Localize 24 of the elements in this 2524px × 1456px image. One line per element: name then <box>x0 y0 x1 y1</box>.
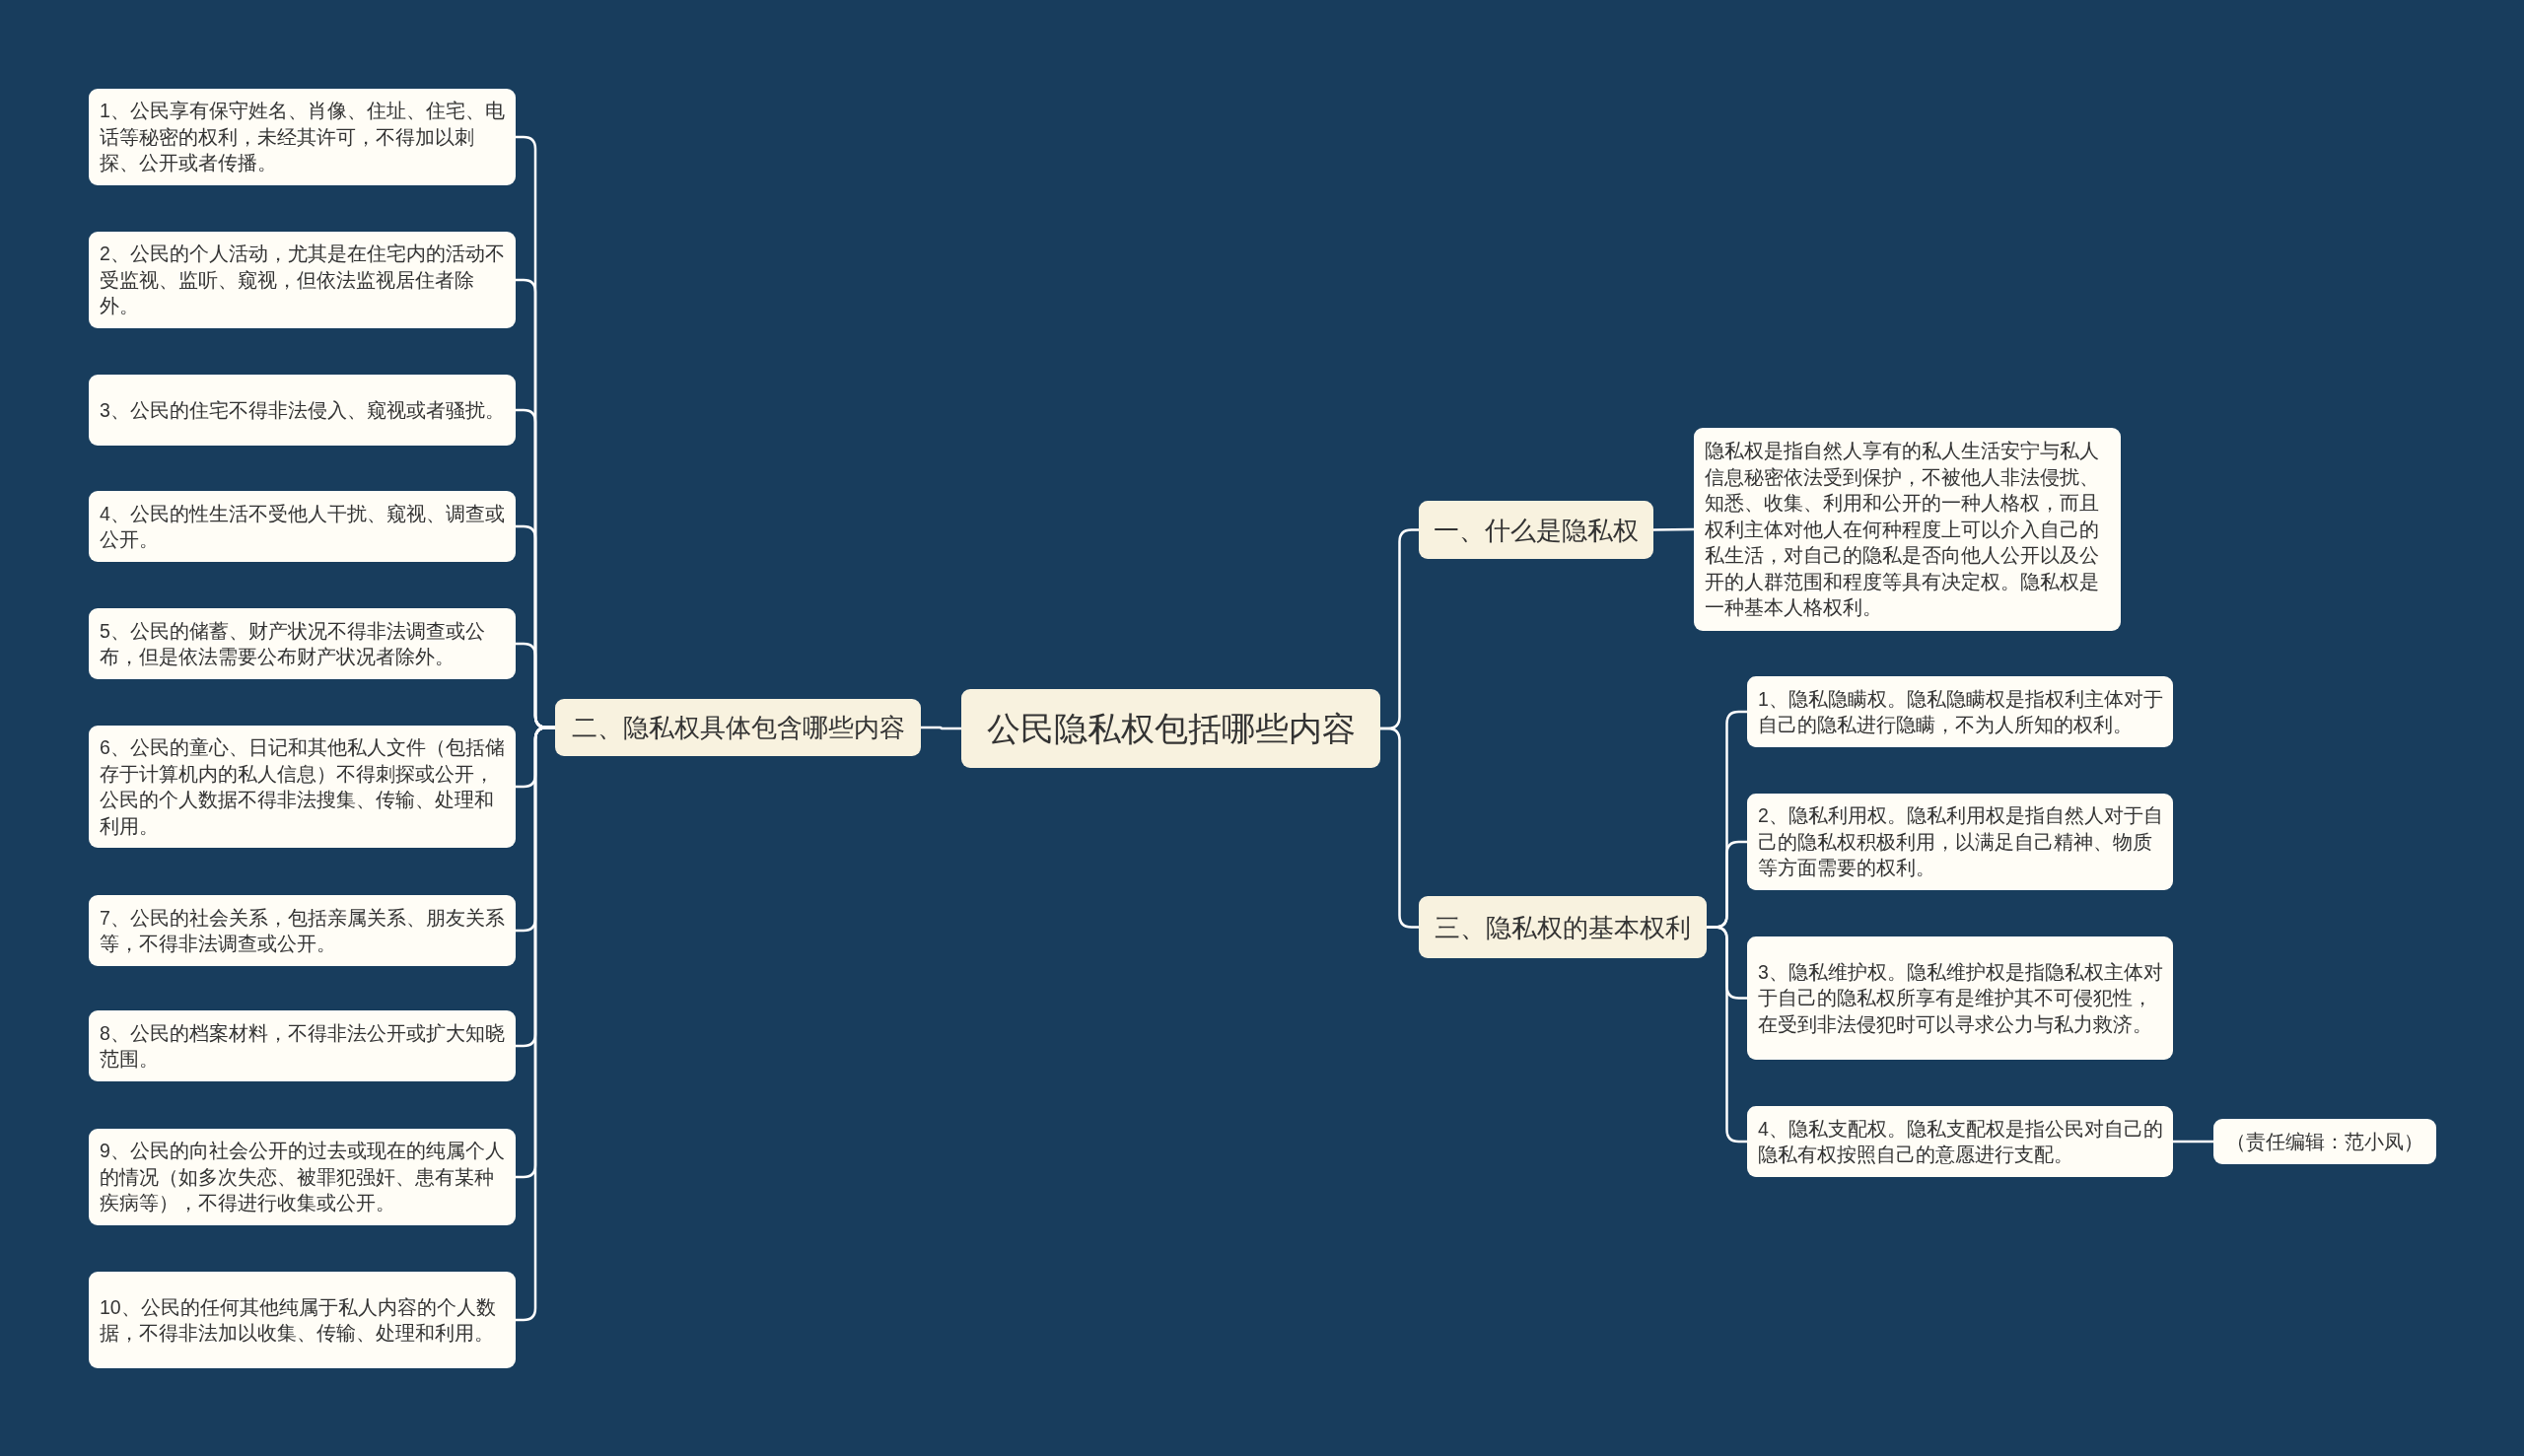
text-box: 2、公民的个人活动，尤其是在住宅内的活动不受监视、监听、窥视，但依法监视居住者除外。 <box>89 232 516 328</box>
text-box: 8、公民的档案材料，不得非法公开或扩大知晓范围。 <box>89 1010 516 1081</box>
connector-line <box>921 726 961 730</box>
text-box: 10、公民的任何其他纯属于私人内容的个人数据，不得非法加以收集、传输、处理和利用。 <box>89 1272 516 1368</box>
branch-box: 一、什么是隐私权 <box>1419 501 1653 559</box>
text-box: 2、隐私利用权。隐私利用权是指自然人对于自己的隐私权积极利用，以满足自己精神、物质等方面需要的权利。 <box>1747 794 2173 890</box>
connector-line <box>1707 926 1747 1144</box>
text-box: 9、公民的向社会公开的过去或现在的纯属个人的情况（如多次失恋、被罪犯强奸、患有某种疾病等），不得进行收集或公开。 <box>89 1129 516 1225</box>
branch-box: 二、隐私权具体包含哪些内容 <box>555 699 921 756</box>
text-box: 1、公民享有保守姓名、肖像、住址、住宅、电话等秘密的权利，未经其许可，不得加以刺探、公开或者传播。 <box>89 89 516 185</box>
text-box: 3、隐私维护权。隐私维护权是指隐私权主体对于自己的隐私权所享有是维护其不可侵犯性，在受到非法侵犯时可以寻求公力与私力救济。 <box>1747 936 2173 1060</box>
connector-line <box>2173 1140 2213 1144</box>
text-box: 隐私权是指自然人享有的私人生活安宁与私人信息秘密依法受到保护，不被他人非法侵扰、知悉、收集、利用和公开的一种人格权，而且权利主体对他人在何种程度上可以介入自己的私生活，对自己的隐私是否向他人公开以及公开的人群范围和程度等具有决定权。隐私权是一种基本人格权利。 <box>1694 428 2121 631</box>
note-box: （责任编辑：范小凤） <box>2213 1119 2436 1164</box>
text-box: 6、公民的童心、日记和其他私人文件（包括储存于计算机内的私人信息）不得刺探或公开，公民的个人数据不得非法搜集、传输、处理和利用。 <box>89 726 516 848</box>
text-box: 5、公民的储蓄、财产状况不得非法调查或公布，但是依法需要公布财产状况者除外。 <box>89 608 516 679</box>
text-box: 4、公民的性生活不受他人干扰、窥视、调查或公开。 <box>89 491 516 562</box>
topic-box: 公民隐私权包括哪些内容 <box>961 689 1380 768</box>
connector-line <box>1653 527 1694 531</box>
text-box: 1、隐私隐瞒权。隐私隐瞒权是指权利主体对于自己的隐私进行隐瞒，不为人所知的权利。 <box>1747 676 2173 747</box>
branch-box: 三、隐私权的基本权利 <box>1419 896 1707 958</box>
text-box: 4、隐私支配权。隐私支配权是指公民对自己的隐私有权按照自己的意愿进行支配。 <box>1747 1106 2173 1177</box>
text-box: 3、公民的住宅不得非法侵入、窥视或者骚扰。 <box>89 375 516 446</box>
text-box: 7、公民的社会关系，包括亲属关系、朋友关系等，不得非法调查或公开。 <box>89 895 516 966</box>
